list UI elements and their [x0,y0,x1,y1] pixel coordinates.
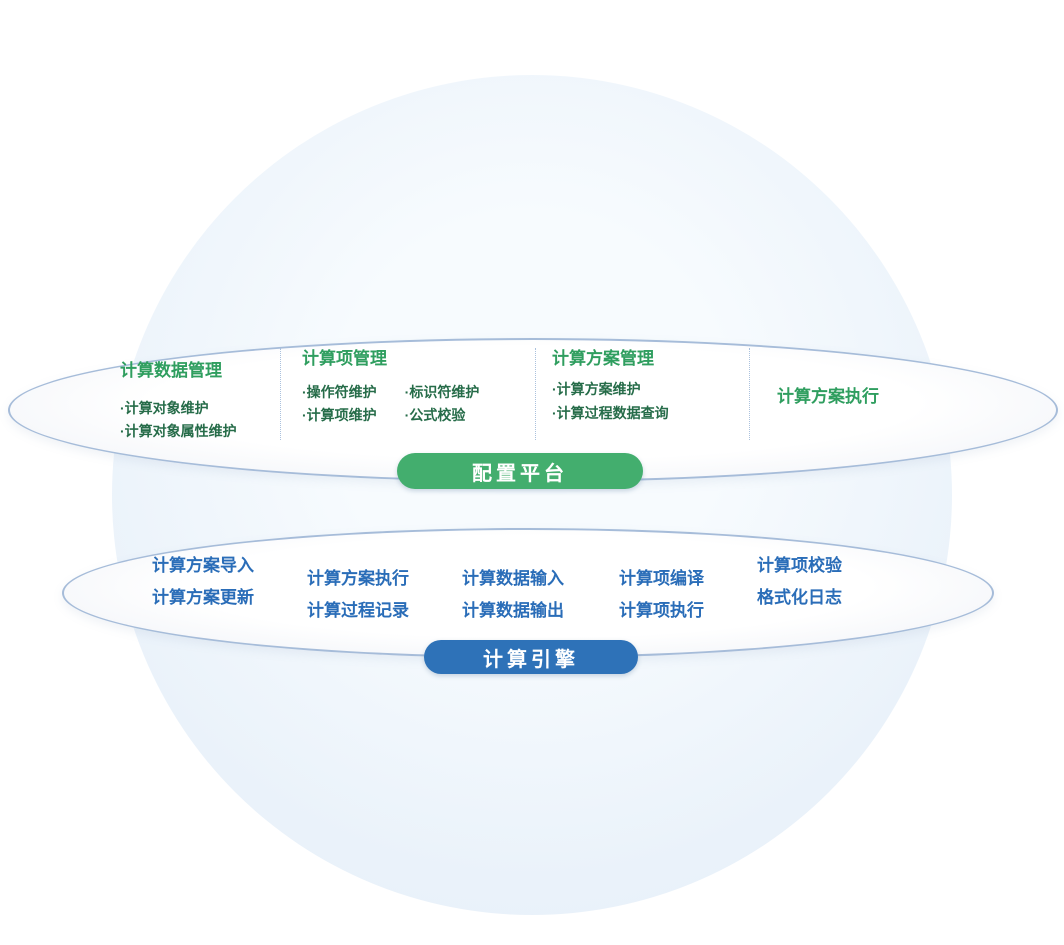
engine-column: 计算项校验 格式化日志 [757,550,842,614]
engine-item: 计算方案导入 [152,556,254,575]
group-item: ·计算方案维护 [552,381,641,397]
platform-badge: 配置平台 [397,453,643,489]
engine-item: 计算项执行 [619,601,704,620]
engine-item: 格式化日志 [757,588,842,607]
group-item: ·计算过程数据查询 [552,405,669,421]
engine-item: 计算数据输入 [462,569,564,588]
group-item: ·计算项维护 [302,407,377,423]
engine-ellipse: 计算方案导入 计算方案更新 计算方案执行 计算过程记录 计算数据输入 计算数据输… [62,528,994,658]
engine-column: 计算项编译 计算项执行 [619,563,704,627]
engine-item: 计算方案更新 [152,588,254,607]
group-title: 计算方案执行 [777,387,879,406]
group-item: ·计算对象属性维护 [120,423,237,439]
divider [749,348,750,440]
group-calc-data-management: 计算数据管理 ·计算对象维护 ·计算对象属性维护 [120,356,237,443]
engine-item: 计算项校验 [757,556,842,575]
group-item: ·操作符维护 [302,384,377,400]
engine-item: 计算数据输出 [462,601,564,620]
group-title: 计算项管理 [302,349,387,368]
group-column: ·操作符维护 ·计算项维护 [302,381,377,427]
group-item: ·标识符维护 [404,384,480,400]
group-columns: ·操作符维护 ·计算项维护 ·标识符维护 ·公式校验 [302,381,479,427]
group-column: ·标识符维护 ·公式校验 [405,381,480,427]
engine-column: 计算方案导入 计算方案更新 [152,550,254,614]
divider [280,348,281,440]
group-calc-item-management: 计算项管理 ·操作符维护 ·计算项维护 ·标识符维护 ·公式校验 [302,344,479,427]
engine-column: 计算数据输入 计算数据输出 [462,563,564,627]
engine-column: 计算方案执行 计算过程记录 [307,563,409,627]
group-calc-scheme-management: 计算方案管理 ·计算方案维护 ·计算过程数据查询 [552,344,669,425]
group-item: ·公式校验 [404,407,466,423]
engine-item: 计算项编译 [619,569,704,588]
engine-item: 计算方案执行 [307,569,409,588]
group-title: 计算数据管理 [120,361,222,380]
background-circle [112,75,952,915]
group-title: 计算方案管理 [552,349,654,368]
engine-item: 计算过程记录 [307,601,409,620]
group-item: ·计算对象维护 [120,400,209,416]
divider [535,348,536,440]
engine-badge: 计算引擎 [424,640,638,674]
group-calc-scheme-execution: 计算方案执行 [777,382,879,407]
